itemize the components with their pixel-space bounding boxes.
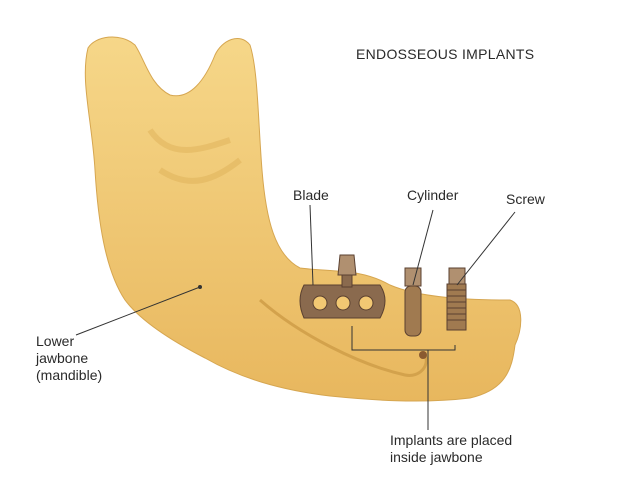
cylinder-implant <box>404 267 422 337</box>
ramus-texture <box>147 128 242 184</box>
label-placement: Implants are placed inside jawbone <box>390 432 512 466</box>
leader-lines <box>75 204 516 430</box>
label-jawbone-line3: (mandible) <box>36 367 103 383</box>
label-placement-line1: Implants are placed <box>390 432 513 448</box>
label-screw: Screw <box>506 191 545 207</box>
diagram-title: ENDOSSEOUS IMPLANTS <box>356 46 535 62</box>
label-jawbone: Lower jawbone (mandible) <box>36 333 102 384</box>
nerve-canal <box>259 298 428 377</box>
nerve-foramen <box>419 351 427 359</box>
label-blade: Blade <box>293 187 329 203</box>
screw-implant <box>446 267 467 331</box>
blade-implant <box>299 254 386 319</box>
label-jawbone-line2: jawbone <box>36 350 89 366</box>
label-cylinder: Cylinder <box>407 187 459 203</box>
label-placement-line2: inside jawbone <box>390 449 483 465</box>
label-jawbone-line1: Lower <box>36 333 75 349</box>
